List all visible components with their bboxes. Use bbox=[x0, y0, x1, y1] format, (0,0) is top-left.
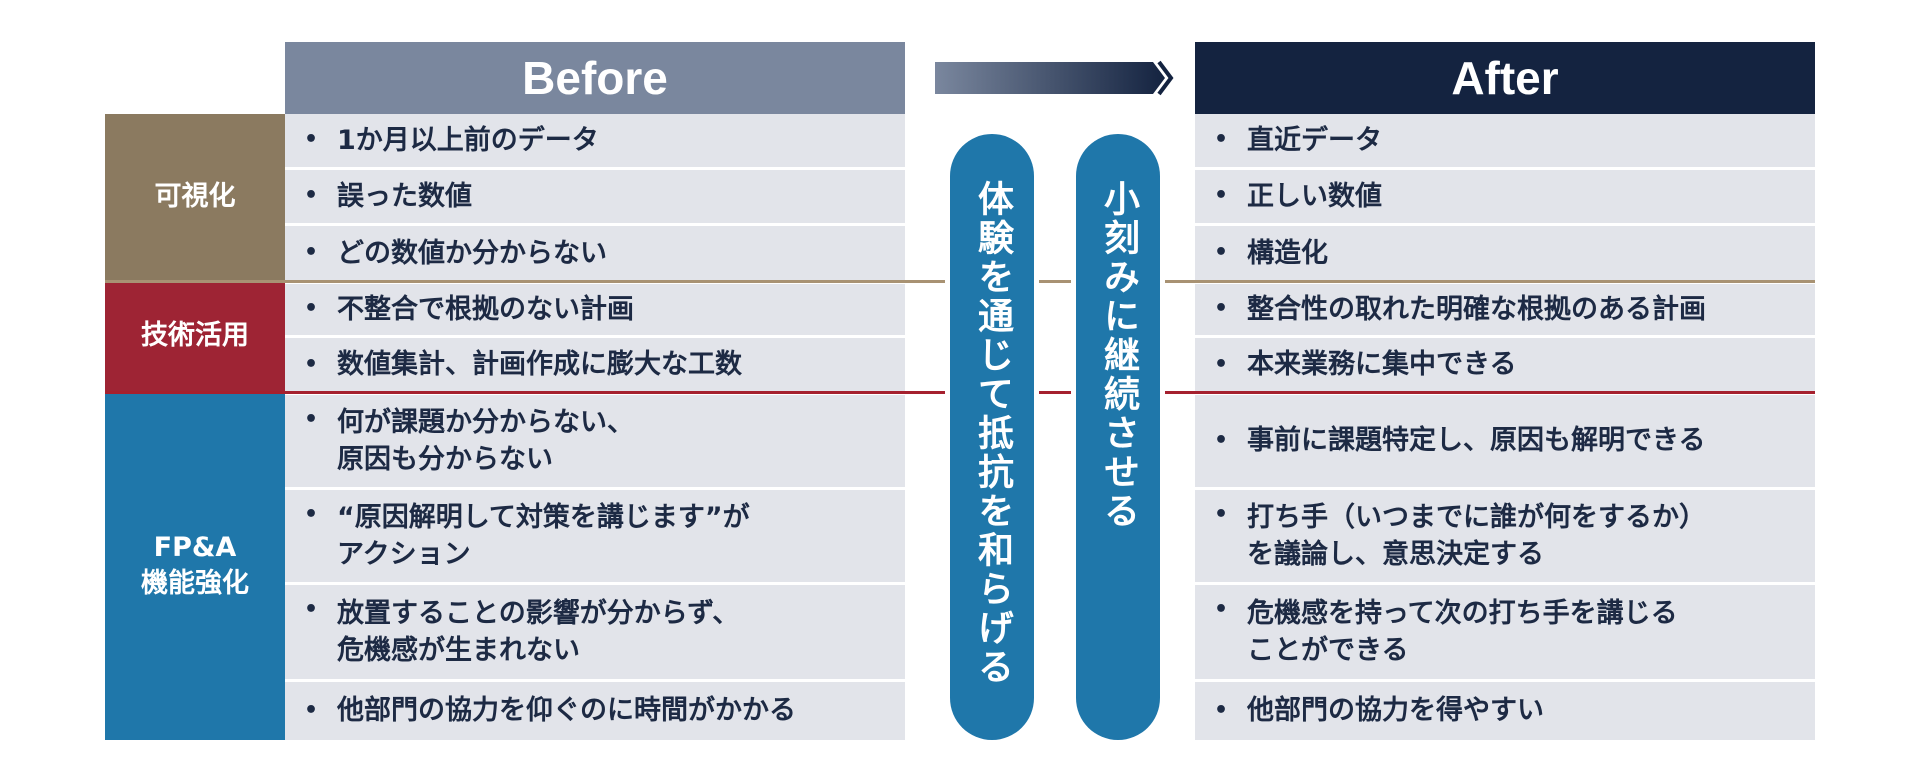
bullet-icon: • bbox=[1213, 427, 1229, 453]
before-row-text: 他部門の協力を仰ぐのに時間がかかる bbox=[337, 695, 796, 727]
before-header: Before bbox=[285, 42, 905, 114]
after-row: • 本来業務に集中できる bbox=[1195, 338, 1815, 392]
before-row-text: 放置することの影響が分からず、 危機感が生まれない bbox=[337, 597, 740, 666]
after-row-text: 打ち手（いつまでに誰が何をするか） を議論し、意思決定する bbox=[1247, 501, 1706, 570]
bullet-icon: • bbox=[303, 407, 319, 432]
approach-pill-experience: 体験を通じて抵抗を和らげる bbox=[950, 134, 1034, 740]
bullet-icon: • bbox=[303, 502, 319, 527]
after-row: • 打ち手（いつまでに誰が何をするか） を議論し、意思決定する bbox=[1195, 490, 1815, 582]
bullet-icon: • bbox=[1213, 597, 1229, 622]
bullet-icon: • bbox=[303, 597, 319, 622]
after-row: • 直近データ bbox=[1195, 114, 1815, 167]
bullet-icon: • bbox=[1213, 240, 1229, 266]
before-row-text: 1か月以上前のデータ bbox=[337, 124, 599, 156]
before-row-text: 数値集計、計画作成に膨大な工数 bbox=[337, 349, 742, 381]
after-row: • 正しい数値 bbox=[1195, 170, 1815, 223]
bullet-icon: • bbox=[1213, 351, 1229, 377]
category-label: 機能強化 bbox=[141, 568, 249, 599]
approach-pill-continuous: 小刻みに継続させる bbox=[1076, 134, 1160, 740]
category-technology: 技術活用 bbox=[105, 281, 285, 392]
before-row: • 放置することの影響が分からず、 危機感が生まれない bbox=[285, 585, 905, 679]
bullet-icon: • bbox=[303, 127, 319, 153]
bullet-icon: • bbox=[303, 183, 319, 209]
bullet-icon: • bbox=[303, 697, 319, 723]
bullet-icon: • bbox=[303, 296, 319, 322]
category-label: FP&A bbox=[153, 531, 237, 563]
before-row: • “原因解明して対策を講じます”が アクション bbox=[285, 490, 905, 582]
after-row-text: 直近データ bbox=[1247, 124, 1382, 156]
before-row-text: 何が課題か分からない、 原因も分からない bbox=[337, 406, 634, 475]
after-row-text: 危機感を持って次の打ち手を講じる ことができる bbox=[1247, 597, 1678, 666]
before-row: • 不整合で根拠のない計画 bbox=[285, 284, 905, 335]
section-divider bbox=[1039, 280, 1071, 283]
before-row-text: 不整合で根拠のない計画 bbox=[337, 293, 634, 325]
after-row: • 事前に課題特定し、原因も解明できる bbox=[1195, 395, 1815, 487]
bullet-icon: • bbox=[303, 351, 319, 377]
section-divider bbox=[1039, 391, 1071, 394]
category-fpa: FP&A 機能強化 bbox=[105, 392, 285, 740]
before-row: • 他部門の協力を仰ぐのに時間がかかる bbox=[285, 682, 905, 740]
before-row: • 1か月以上前のデータ bbox=[285, 114, 905, 167]
section-divider bbox=[1165, 280, 1815, 283]
pill-text: 小刻みに継続させる bbox=[1098, 180, 1139, 531]
section-divider bbox=[1165, 391, 1815, 394]
before-row: • 誤った数値 bbox=[285, 170, 905, 223]
before-row-text: “原因解明して対策を講じます”が アクション bbox=[337, 501, 750, 570]
section-divider bbox=[105, 280, 945, 283]
bullet-icon: • bbox=[1213, 296, 1229, 322]
after-row-text: 整合性の取れた明確な根拠のある計画 bbox=[1247, 293, 1706, 325]
after-row-text: 構造化 bbox=[1247, 237, 1328, 269]
bullet-icon: • bbox=[1213, 183, 1229, 209]
after-row-text: 他部門の協力を得やすい bbox=[1247, 695, 1544, 727]
after-header: After bbox=[1195, 42, 1815, 114]
before-row: • 何が課題か分からない、 原因も分からない bbox=[285, 395, 905, 487]
bullet-icon: • bbox=[303, 240, 319, 266]
after-row-text: 事前に課題特定し、原因も解明できる bbox=[1247, 425, 1706, 457]
after-row: • 他部門の協力を得やすい bbox=[1195, 682, 1815, 740]
category-visualization: 可視化 bbox=[105, 114, 285, 281]
bullet-icon: • bbox=[1213, 502, 1229, 527]
section-divider bbox=[105, 391, 945, 394]
after-row-text: 正しい数値 bbox=[1247, 180, 1382, 212]
before-row-text: 誤った数値 bbox=[337, 180, 472, 212]
after-row-text: 本来業務に集中できる bbox=[1247, 349, 1517, 381]
bullet-icon: • bbox=[1213, 697, 1229, 723]
before-row: • 数値集計、計画作成に膨大な工数 bbox=[285, 338, 905, 392]
after-row: • 構造化 bbox=[1195, 226, 1815, 281]
category-label: 可視化 bbox=[154, 181, 236, 213]
after-row: • 危機感を持って次の打ち手を講じる ことができる bbox=[1195, 585, 1815, 679]
before-row: • どの数値か分からない bbox=[285, 226, 905, 281]
after-row: • 整合性の取れた明確な根拠のある計画 bbox=[1195, 284, 1815, 335]
pill-text: 体験を通じて抵抗を和らげる bbox=[972, 180, 1013, 687]
before-row-text: どの数値か分からない bbox=[337, 237, 607, 269]
category-label: 技術活用 bbox=[141, 320, 249, 352]
transition-arrow-icon bbox=[935, 60, 1174, 96]
bullet-icon: • bbox=[1213, 127, 1229, 153]
